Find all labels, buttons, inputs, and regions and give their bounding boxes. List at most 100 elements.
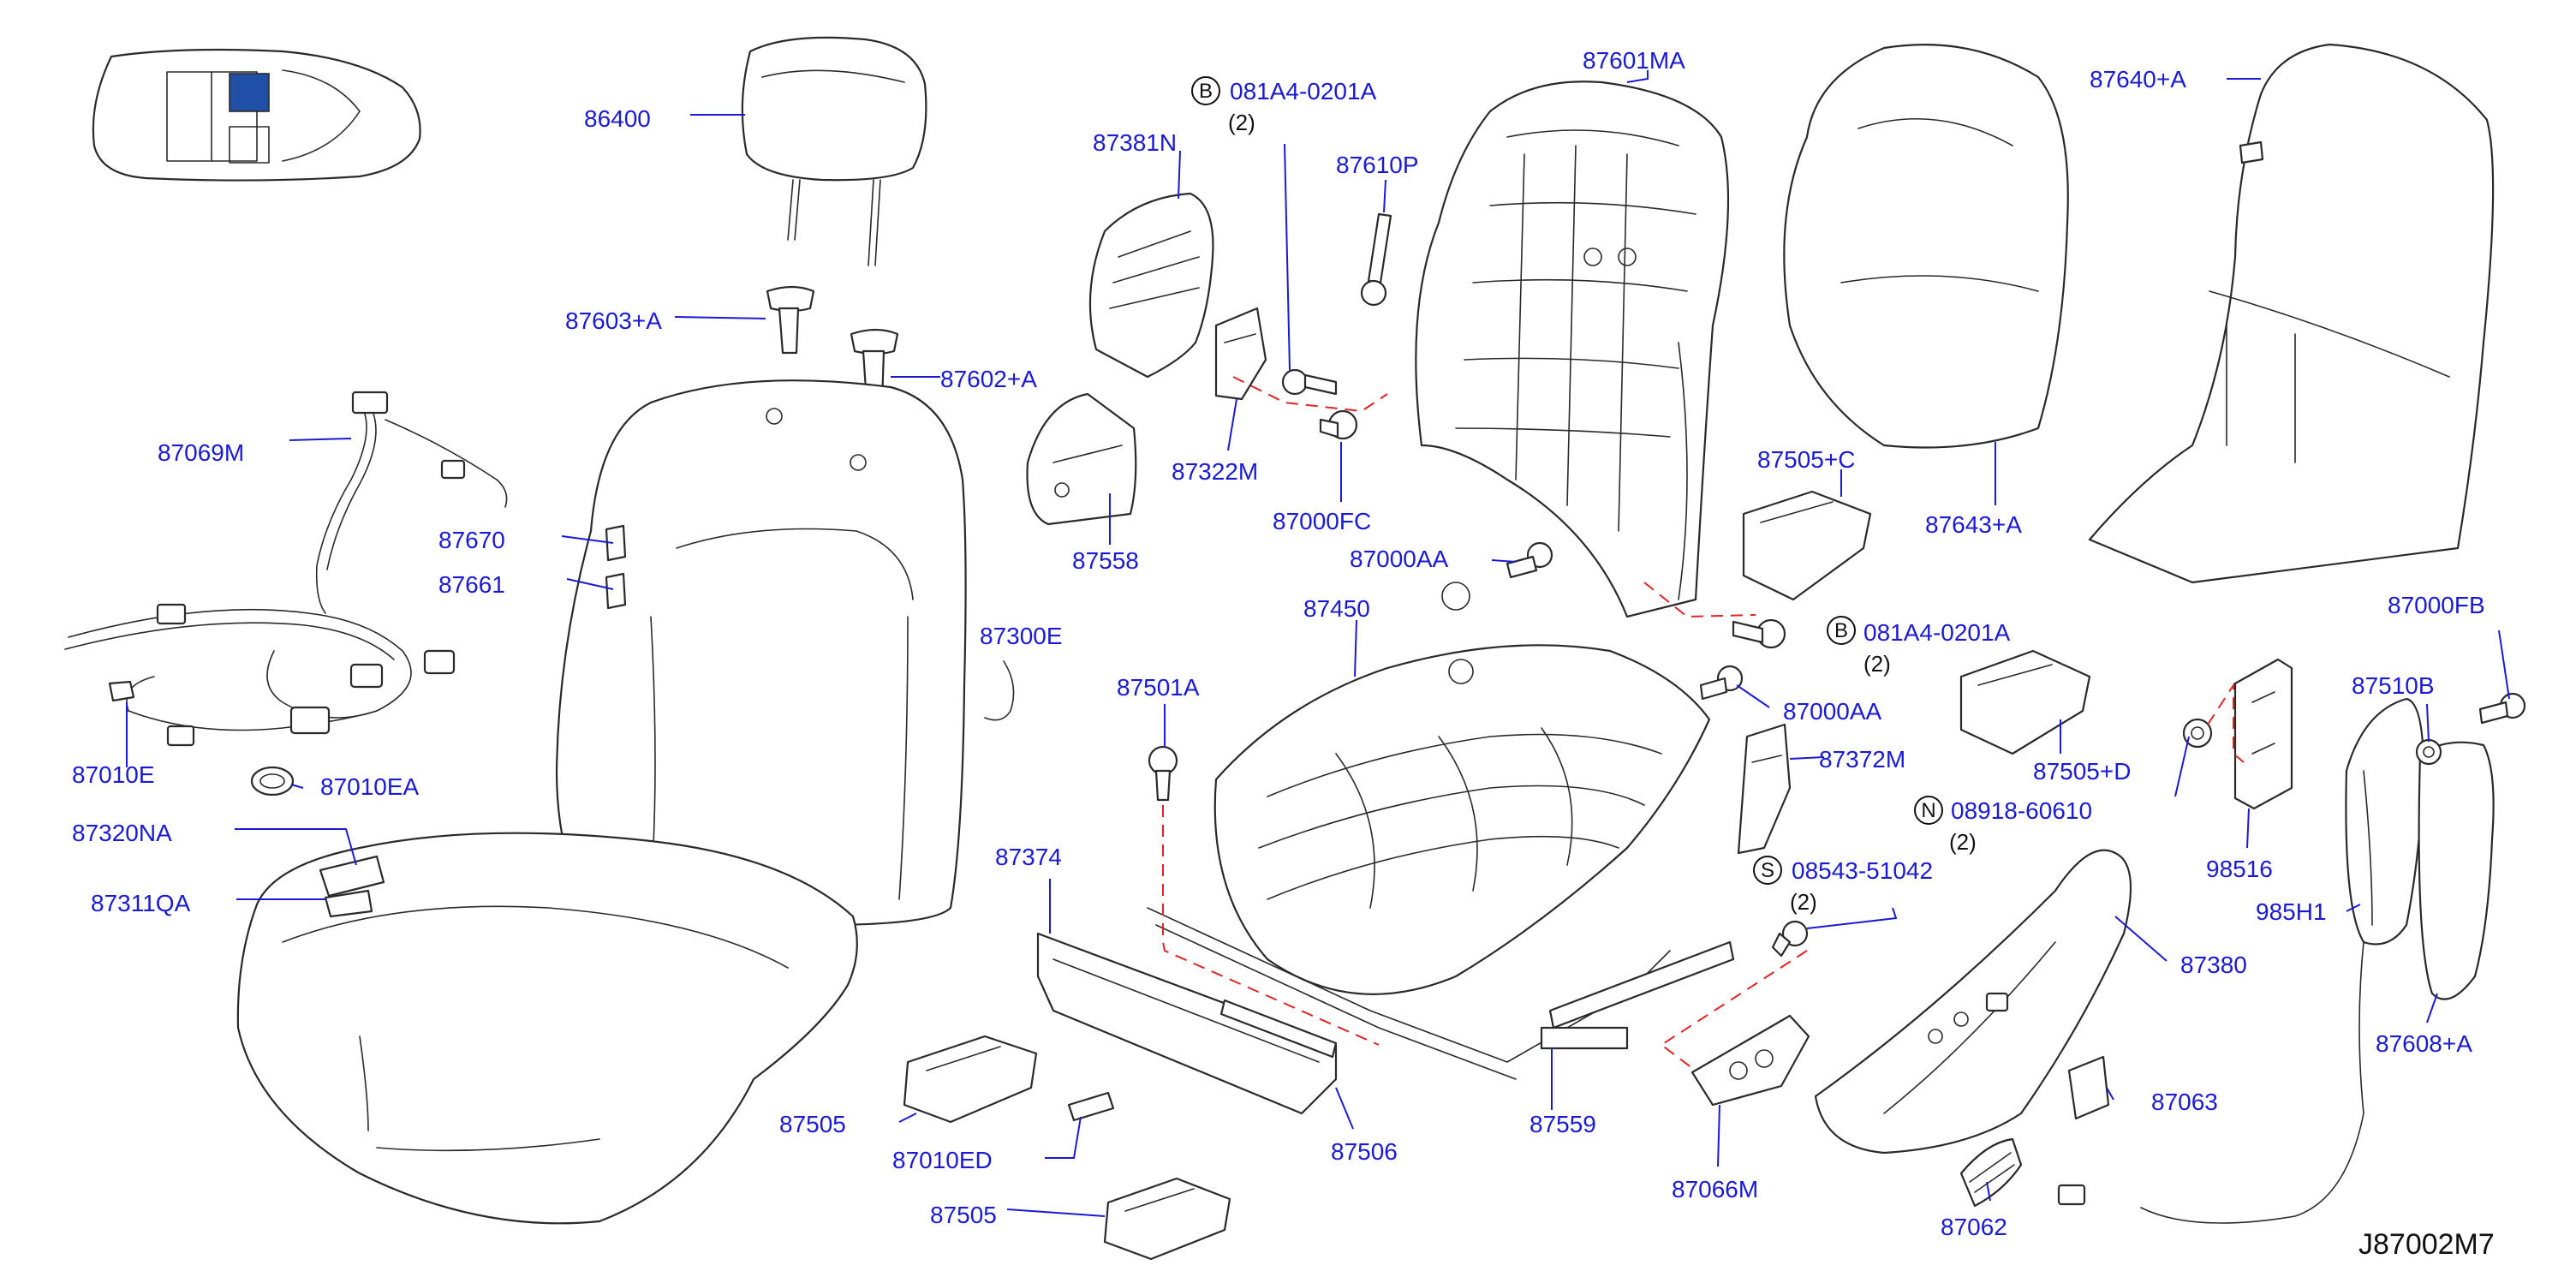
- side-airbag-985h1[interactable]: [2140, 697, 2425, 1224]
- label-87063[interactable]: 87063: [2151, 1089, 2218, 1115]
- cover-87505-upper[interactable]: [903, 1035, 1038, 1124]
- cover-87558[interactable]: [1026, 392, 1137, 526]
- label-87010ea[interactable]: 87010EA: [320, 773, 420, 800]
- label-87505c[interactable]: 87505+C: [1757, 446, 1855, 473]
- bolt-87501a[interactable]: [1148, 745, 1178, 802]
- label-87000aa-middle[interactable]: 87000AA: [1783, 698, 1882, 725]
- label-87640a[interactable]: 87640+A: [2090, 66, 2186, 92]
- label-87000fb[interactable]: 87000FB: [2388, 592, 2485, 618]
- label-87610p[interactable]: 87610P: [1336, 152, 1419, 178]
- bolt-081a4-0201a-upper[interactable]: [1281, 368, 1338, 396]
- label-87010ed[interactable]: 87010ED: [892, 1147, 993, 1173]
- label-08918-60610[interactable]: 08918-60610: [1951, 797, 2092, 824]
- label-87322m[interactable]: 87322M: [1172, 458, 1258, 485]
- nut-08918-60610[interactable]: [2182, 718, 2213, 749]
- label-87300e[interactable]: 87300E: [980, 623, 1063, 649]
- label-87643a[interactable]: 87643+A: [1925, 511, 2022, 538]
- label-985h1[interactable]: 985H1: [2256, 898, 2327, 925]
- circled-letter-n: N: [1914, 796, 1943, 825]
- cover-87505c[interactable]: [1742, 490, 1872, 601]
- label-87320na[interactable]: 87320NA: [72, 820, 172, 846]
- cover-87505-lower[interactable]: [1103, 1177, 1231, 1261]
- svg-text:N: N: [1921, 799, 1935, 822]
- knob-87062[interactable]: [1959, 1137, 2023, 1208]
- label-87000aa-top[interactable]: 87000AA: [1350, 546, 1449, 572]
- cover-87381n[interactable]: [1088, 192, 1214, 379]
- bracket-87322m[interactable]: [1214, 307, 1267, 401]
- label-87505-lower[interactable]: 87505: [930, 1202, 997, 1228]
- circled-letter-b-top: B: [1191, 76, 1220, 105]
- label-87661[interactable]: 87661: [438, 571, 505, 598]
- airbag-cover-87608a[interactable]: [2418, 741, 2495, 1000]
- svg-text:S: S: [1761, 859, 1774, 882]
- bracket-87506[interactable]: [1219, 999, 1338, 1059]
- label-081a4-0201a-middle[interactable]: 081A4-0201A: [1863, 619, 2011, 646]
- grommet-87010ea[interactable]: [250, 766, 295, 797]
- bolt-87000fc[interactable]: [1319, 409, 1358, 440]
- seat-back-pad-87643a[interactable]: [1783, 44, 2069, 449]
- label-87066m[interactable]: 87066M: [1672, 1176, 1758, 1202]
- quantity-08918: (2): [1949, 829, 1977, 855]
- bolt-87000fb[interactable]: [2478, 692, 2526, 725]
- label-87501a[interactable]: 87501A: [1117, 674, 1200, 701]
- clip-87300e[interactable]: [984, 660, 1015, 721]
- seat-cushion-frame-87450[interactable]: [1147, 582, 1711, 1080]
- quantity-081a4-middle: (2): [1863, 651, 1891, 677]
- wire-harness-87069m[interactable]: [64, 391, 508, 747]
- label-87372m[interactable]: 87372M: [1819, 746, 1905, 773]
- label-87062[interactable]: 87062: [1941, 1214, 2007, 1240]
- connector-plug: [2057, 1184, 2086, 1206]
- pin-87610p[interactable]: [1360, 212, 1392, 307]
- headrest-86400[interactable]: [741, 36, 927, 266]
- label-87000fc[interactable]: 87000FC: [1273, 508, 1371, 534]
- label-87374[interactable]: 87374: [995, 844, 1062, 870]
- switch-assembly-87066m[interactable]: [1690, 1014, 1810, 1107]
- label-87381n[interactable]: 87381N: [1093, 129, 1177, 156]
- label-87670[interactable]: 87670: [438, 527, 505, 553]
- label-87311qa[interactable]: 87311QA: [91, 890, 191, 916]
- headrest-guide-87603a[interactable]: [766, 285, 815, 355]
- label-87510b[interactable]: 87510B: [2352, 672, 2435, 699]
- label-87505d[interactable]: 87505+D: [2033, 758, 2131, 785]
- label-87559[interactable]: 87559: [1530, 1111, 1596, 1137]
- knob-87063[interactable]: [2067, 1055, 2110, 1120]
- label-87010e[interactable]: 87010E: [72, 761, 155, 788]
- bolt-87000aa-middle[interactable]: [1699, 665, 1744, 701]
- vehicle-locator-icon: [92, 48, 421, 182]
- bracket-87372m[interactable]: [1737, 723, 1792, 855]
- bolt-87000aa-upper[interactable]: [1506, 541, 1553, 579]
- seat-back-trim-cover[interactable]: [555, 379, 967, 927]
- clip-87010e[interactable]: [108, 680, 135, 702]
- screw-08543-51042[interactable]: [1771, 920, 1809, 958]
- side-finisher-87380[interactable]: [1814, 849, 2132, 1155]
- label-87602a[interactable]: 87602+A: [940, 366, 1037, 392]
- clip-87510b[interactable]: [2415, 738, 2442, 766]
- label-87450[interactable]: 87450: [1303, 595, 1370, 622]
- label-86400[interactable]: 86400: [584, 105, 651, 132]
- label-87069m[interactable]: 87069M: [158, 439, 244, 466]
- label-87558[interactable]: 87558: [1072, 547, 1139, 574]
- bolt-081a4-0201a-middle[interactable]: [1732, 618, 1786, 649]
- svg-text:B: B: [1834, 619, 1848, 642]
- label-87601ma[interactable]: 87601MA: [1583, 47, 1685, 74]
- highlighted-seat-position: [229, 73, 270, 112]
- label-87505-upper[interactable]: 87505: [779, 1111, 846, 1137]
- label-98516[interactable]: 98516: [2206, 856, 2273, 882]
- label-081a4-0201a-top[interactable]: 081A4-0201A: [1230, 78, 1377, 104]
- bracket-98516[interactable]: [2233, 658, 2293, 810]
- label-87603a[interactable]: 87603+A: [565, 307, 662, 334]
- diagram-code: J87002M7: [2358, 1228, 2495, 1261]
- seat-cushion-trim-cover[interactable]: [236, 832, 858, 1225]
- circled-letter-b-middle: B: [1827, 616, 1856, 645]
- clip-87010ed[interactable]: [1067, 1091, 1115, 1122]
- label-87506[interactable]: 87506: [1331, 1138, 1398, 1165]
- seat-back-trim-87640a[interactable]: [2088, 43, 2495, 584]
- label-08543-51042[interactable]: 08543-51042: [1792, 857, 1933, 884]
- label-87380[interactable]: 87380: [2180, 952, 2247, 978]
- rail-87559[interactable]: [1540, 940, 1735, 1050]
- label-87608a[interactable]: 87608+A: [2376, 1030, 2472, 1057]
- seat-back-frame-87601ma[interactable]: [1415, 81, 1730, 618]
- svg-text:B: B: [1199, 80, 1213, 103]
- cover-87505d[interactable]: [1959, 649, 2091, 755]
